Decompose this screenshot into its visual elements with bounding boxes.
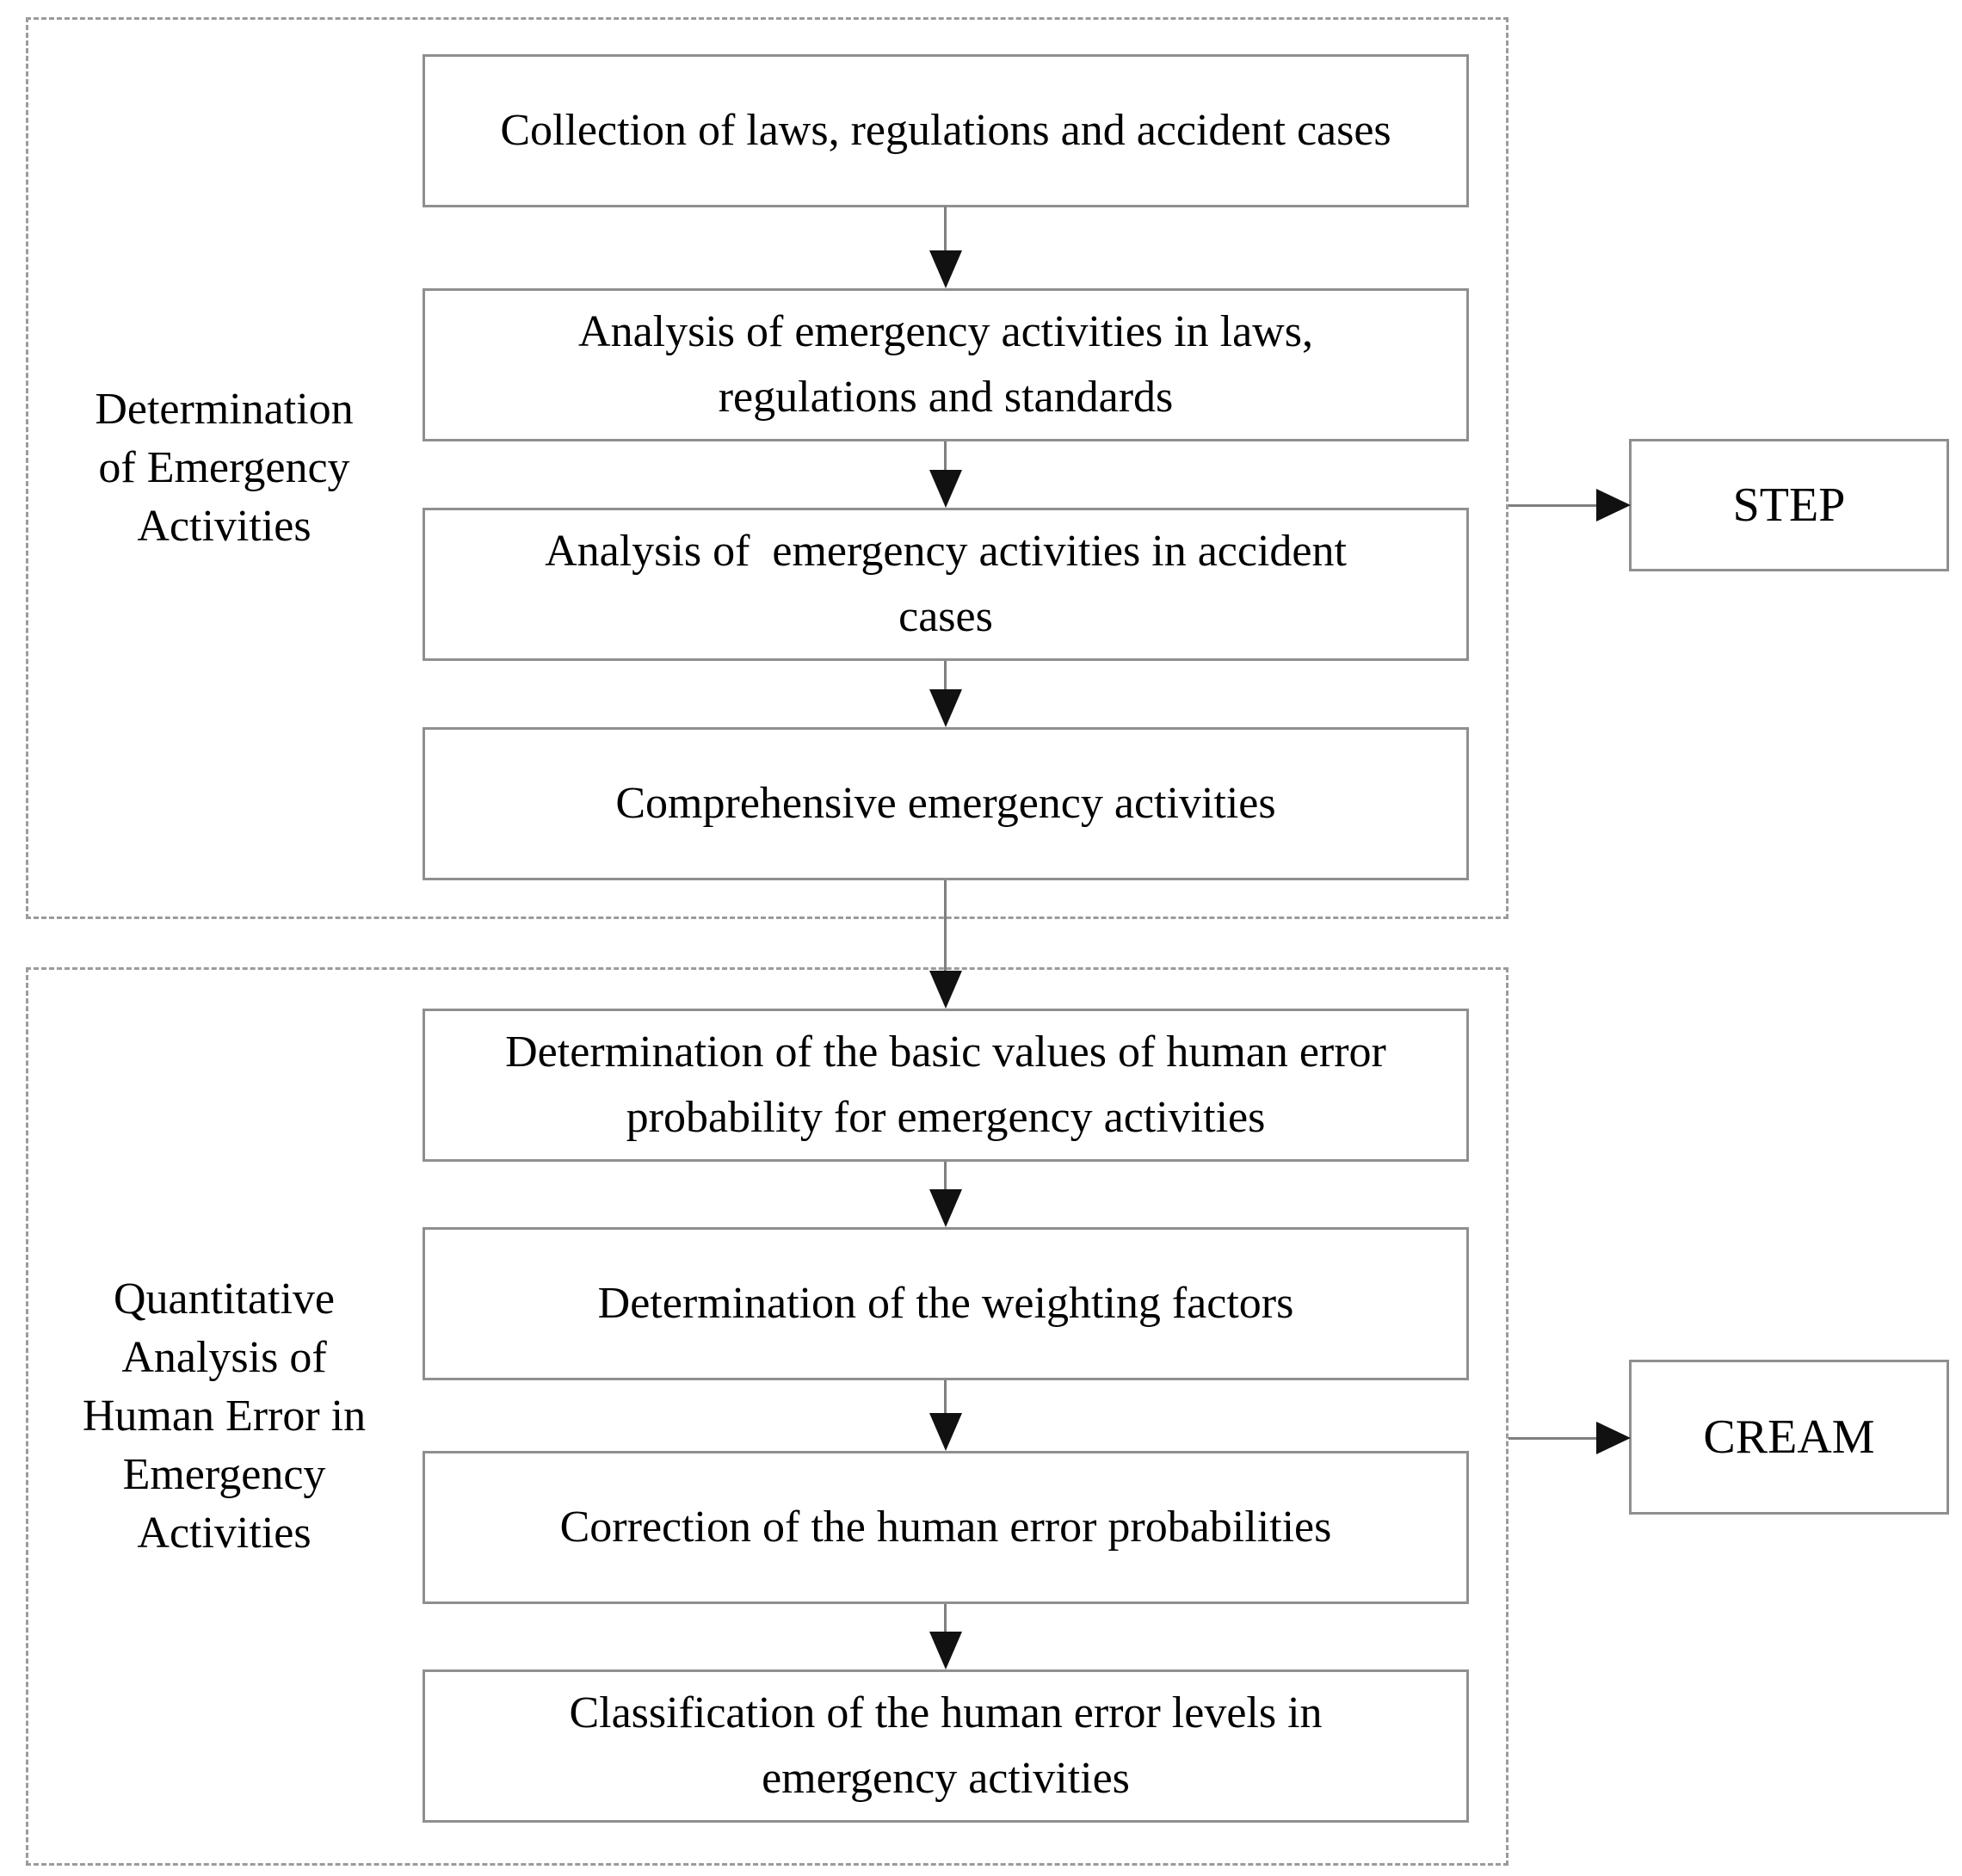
connector-line-to-step [1509, 504, 1596, 507]
section-determination-of-emergency-activities [26, 17, 1509, 919]
connector-line-between-sections [944, 880, 947, 975]
connector-line [944, 1162, 947, 1196]
arrow-down-icon [929, 1632, 962, 1669]
method-label-step: STEP [1732, 478, 1846, 532]
arrow-right-icon [1596, 1422, 1631, 1454]
connector-line [944, 661, 947, 697]
flow-box-correction-hep: Correction of the human error probabilit… [423, 1451, 1469, 1604]
arrow-right-icon [1596, 489, 1631, 521]
section-quantitative-analysis [26, 967, 1509, 1866]
arrow-down-icon [929, 1413, 962, 1451]
arrow-down-icon [929, 250, 962, 288]
flow-box-classification-error-levels: Classification of the human error levels… [423, 1669, 1469, 1823]
flow-box-collection-of-laws: Collection of laws, regulations and acci… [423, 54, 1469, 207]
flow-box-analysis-laws-regulations: Analysis of emergency activities in laws… [423, 288, 1469, 441]
connector-line-to-cream [1509, 1437, 1596, 1440]
flow-box-analysis-accident-cases: Analysis of emergency activities in acci… [423, 508, 1469, 661]
arrow-down-icon [929, 470, 962, 508]
flow-box-basic-values-hep: Determination of the basic values of hum… [423, 1009, 1469, 1162]
flow-box-weighting-factors: Determination of the weighting factors [423, 1227, 1469, 1380]
arrow-down-icon [929, 971, 962, 1009]
method-box-step: STEP [1629, 439, 1949, 571]
section-label-quantitative-analysis: Quantitative Analysis of Human Error in … [82, 1274, 367, 1558]
connector-line [944, 1604, 947, 1638]
flow-box-comprehensive-activities: Comprehensive emergency activities [423, 727, 1469, 880]
method-box-cream: CREAM [1629, 1360, 1949, 1515]
section-label-determination: Determination of Emergency Activities [95, 385, 354, 551]
arrow-down-icon [929, 689, 962, 727]
arrow-down-icon [929, 1189, 962, 1227]
method-label-cream: CREAM [1703, 1410, 1875, 1464]
connector-line [944, 207, 947, 258]
connector-line [944, 441, 947, 478]
connector-line [944, 1380, 947, 1420]
